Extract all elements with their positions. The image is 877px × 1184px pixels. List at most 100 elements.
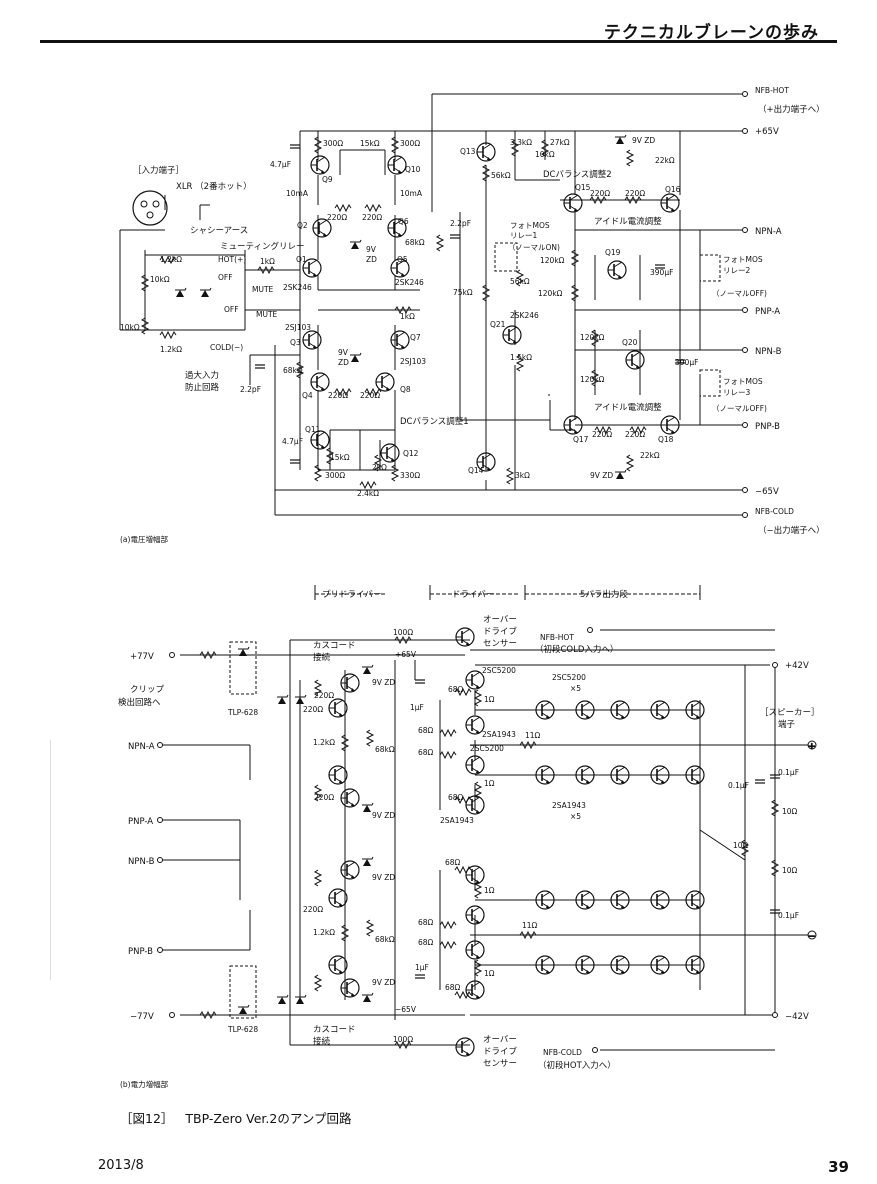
svg-text:1μF: 1μF [415,963,429,972]
photomos1-l2: リレー1 [510,231,537,240]
npn-a-b-label: NPN-A [128,742,155,752]
page-number: 39 [828,1158,849,1176]
svg-text:10mA: 10mA [286,189,309,198]
components-b [199,636,781,1049]
chassis-earth-label: シャシーアース [190,226,248,236]
input-terminal-label: ［入力端子］ [133,165,184,176]
svg-text:68Ω: 68Ω [448,685,464,694]
svg-text:120kΩ: 120kΩ [540,256,565,265]
svg-text:220Ω: 220Ω [303,705,323,714]
svg-text:9V ZD: 9V ZD [632,136,655,145]
svg-text:9V ZD: 9V ZD [372,811,395,820]
svg-text:Q9: Q9 [322,175,333,184]
photomos2-l3: （ノーマルOFF) [712,289,767,298]
svg-text:100Ω: 100Ω [393,1035,413,1044]
svg-text:68kΩ: 68kΩ [405,238,425,247]
photomos3-l2: リレー3 [723,388,750,397]
figure-title: TBP-Zero Ver.2のアンプ回路 [185,1111,352,1126]
svg-text:220Ω: 220Ω [328,391,348,400]
svg-text:390μF: 390μF [650,268,673,277]
svg-text:10Ω: 10Ω [782,866,798,875]
pnp-b-label: PNP-B [755,422,780,432]
output-2sc5200-x5: ×5 [570,684,581,693]
overdrive1-l3: センサー [483,639,517,649]
overdrive1-l2: ドライブ [483,626,518,637]
minus42-label: −42V [785,1012,809,1022]
svg-text:9V: 9V [366,245,377,254]
dc-balance2-label: DCバランス調整2 [543,169,612,180]
svg-text:Q17: Q17 [573,435,589,444]
nfb-cold-label: NFB-COLD [755,507,794,516]
svg-text:56kΩ: 56kΩ [510,277,530,286]
svg-text:220Ω: 220Ω [592,430,612,439]
driver-label: ドライバー [452,590,494,600]
svg-text:Q21: Q21 [490,320,506,329]
svg-text:220Ω: 220Ω [590,189,610,198]
output-2sa1943-label: 2SA1943 [552,801,586,810]
transistor-group-a [302,142,680,472]
svg-text:Q4: Q4 [302,391,313,400]
svg-text:4.7μF: 4.7μF [282,437,303,446]
svg-text:Q20: Q20 [622,338,638,347]
svg-text:68Ω: 68Ω [445,858,461,867]
hot-label: HOT(+) [218,255,246,264]
svg-text:9V ZD: 9V ZD [590,471,613,480]
transistor-labels-a: Q1 Q2 Q3 Q4 Q5 Q6 Q7 Q8 Q9 Q10 Q11 Q12 Q… [290,147,681,475]
svg-text:Q5: Q5 [397,255,408,264]
svg-text:220Ω: 220Ω [625,189,645,198]
svg-text:Q18: Q18 [658,435,674,444]
svg-text:9V ZD: 9V ZD [372,678,395,687]
photomos2-l1: フォトMOS [723,255,763,264]
clip-label-2: 検出回路へ [118,697,161,708]
svg-text:Q16: Q16 [665,185,681,194]
svg-text:2.2pF: 2.2pF [450,219,471,228]
plus65-label: +65V [755,127,779,137]
svg-text:9V: 9V [338,348,349,357]
overdrive2-l3: センサー [483,1059,517,1069]
svg-text:2SJ103: 2SJ103 [285,323,311,332]
nfb-cold-b-sub: （初段HOT入力へ） [538,1060,616,1071]
header-rule [40,40,837,43]
off2-label: OFF [224,305,239,314]
svg-text:2SK246: 2SK246 [395,278,424,287]
svg-text:68Ω: 68Ω [448,793,464,802]
svg-text:Q7: Q7 [410,333,421,342]
minus65-b-label: −65V [395,1005,417,1014]
part-labels-a: 2SK246 2SK246 2SJ103 2SJ103 2SK246 300Ω … [120,136,698,498]
components-a [132,134,721,489]
npn-b-b-label: NPN-B [128,857,155,867]
plus65-b-label: +65V [395,650,417,659]
muting-relay-label: ミューティングリレー [220,241,305,252]
labels-b: プリドライバー ドライバー 5パラ出力段 +77V −77V クリップ 検出回路… [118,589,820,1089]
part-labels-b: 100Ω 100Ω 220Ω 220Ω 220Ω 220Ω 1.2kΩ 1.2k… [303,628,799,1044]
svg-text:ZD: ZD [338,358,349,367]
svg-text:15kΩ: 15kΩ [360,139,380,148]
svg-text:1Ω: 1Ω [484,779,495,788]
svg-text:220Ω: 220Ω [360,391,380,400]
plus77-label: +77V [130,652,154,662]
tlp1-label: TLP-628 [227,708,258,717]
svg-text:22kΩ: 22kΩ [655,156,675,165]
off1-label: OFF [218,273,233,282]
svg-text:300Ω: 300Ω [400,139,420,148]
svg-text:330Ω: 330Ω [400,471,420,480]
svg-text:Q19: Q19 [605,248,621,257]
svg-text:68Ω: 68Ω [418,748,434,757]
overdrive1-l1: オーバー [483,615,517,625]
svg-text:1kΩ: 1kΩ [260,257,275,266]
driver-2sa1943b-label: 2SA1943 [440,816,474,825]
svg-text:1.2kΩ: 1.2kΩ [160,345,182,354]
svg-text:68kΩ: 68kΩ [375,745,395,754]
cascode2-l1: カスコード [313,1025,356,1035]
margin-line [50,740,51,980]
svg-text:220Ω: 220Ω [362,213,382,222]
svg-text:ZD: ZD [366,255,377,264]
svg-text:3.3kΩ: 3.3kΩ [510,138,532,147]
section-a-label: (a)電圧増幅部 [120,534,168,544]
photomos1-l1: フォトMOS [510,221,550,230]
page-header-title: テクニカルブレーンの歩み [603,23,819,43]
minus65-label: −65V [755,487,779,497]
svg-text:9V ZD: 9V ZD [372,873,395,882]
minus77-label: −77V [130,1012,154,1022]
